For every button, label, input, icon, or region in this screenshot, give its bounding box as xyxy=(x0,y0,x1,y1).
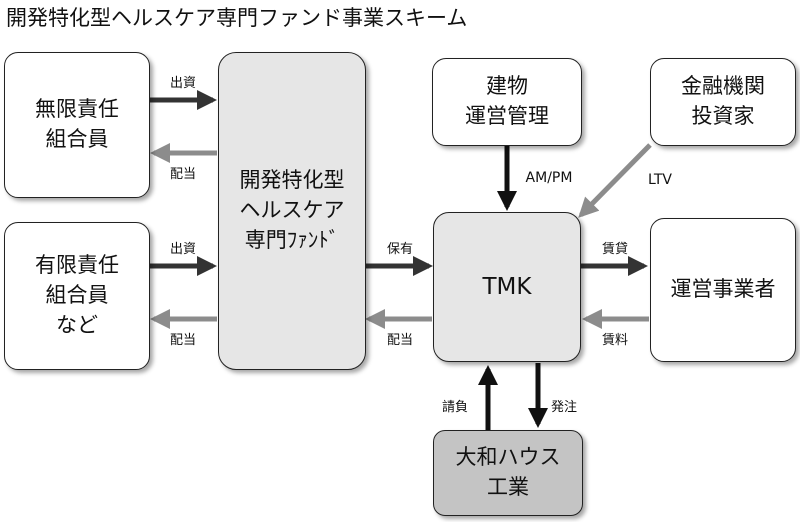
diagram-title: 開発特化型ヘルスケア専門ファンド事業スキーム xyxy=(6,6,468,30)
label-invest-2: 出資 xyxy=(169,242,197,257)
node-fund-line-1: 開発特化型 xyxy=(239,168,345,193)
node-limited-partners-line-1: 有限責任 xyxy=(35,253,119,278)
node-finance-investors: 金融機関 投資家 xyxy=(650,58,796,146)
node-fund: 開発特化型 ヘルスケア 専門ﾌｧﾝﾄﾞ xyxy=(218,52,366,370)
node-unlimited-partners: 無限責任 組合員 xyxy=(4,52,150,198)
node-daiwa-house-line-2: 工業 xyxy=(487,475,529,499)
node-unlimited-partners-line-1: 無限責任 xyxy=(35,97,119,122)
node-finance-investors-line-1: 金融機関 xyxy=(681,74,765,99)
node-building-management: 建物 運営管理 xyxy=(432,58,582,146)
label-lease: 賃貸 xyxy=(601,242,629,257)
node-operator: 運営事業者 xyxy=(650,218,796,362)
node-finance-investors-line-2: 投資家 xyxy=(691,104,755,128)
node-tmk: TMK xyxy=(433,212,581,362)
label-ltv: LTV xyxy=(647,172,673,188)
label-am-pm: AM/PM xyxy=(525,170,573,186)
node-limited-partners: 有限責任 組合員 など xyxy=(4,222,150,370)
node-unlimited-partners-line-2: 組合員 xyxy=(45,127,109,151)
node-tmk-label: TMK xyxy=(482,273,532,300)
label-contract: 請負 xyxy=(441,400,469,415)
node-fund-line-3: 専門ﾌｧﾝﾄﾞ xyxy=(244,227,340,252)
node-limited-partners-line-3: など xyxy=(56,312,98,337)
node-building-management-line-1: 建物 xyxy=(486,74,528,99)
label-dividend-2: 配当 xyxy=(169,333,197,348)
node-daiwa-house: 大和ハウス 工業 xyxy=(433,430,583,516)
label-order: 発注 xyxy=(550,400,578,415)
arrow-ltv xyxy=(578,143,652,218)
node-operator-label: 運営事業者 xyxy=(670,277,776,302)
label-rent: 賃料 xyxy=(601,333,629,348)
label-invest-1: 出資 xyxy=(169,76,197,91)
node-fund-line-2: ヘルスケア xyxy=(239,198,345,223)
node-building-management-line-2: 運営管理 xyxy=(465,104,549,128)
node-limited-partners-line-2: 組合員 xyxy=(45,283,109,308)
label-dividend-1: 配当 xyxy=(169,167,197,182)
label-dividend-3: 配当 xyxy=(386,333,414,348)
node-daiwa-house-line-1: 大和ハウス xyxy=(455,445,561,470)
label-hold: 保有 xyxy=(386,242,414,257)
